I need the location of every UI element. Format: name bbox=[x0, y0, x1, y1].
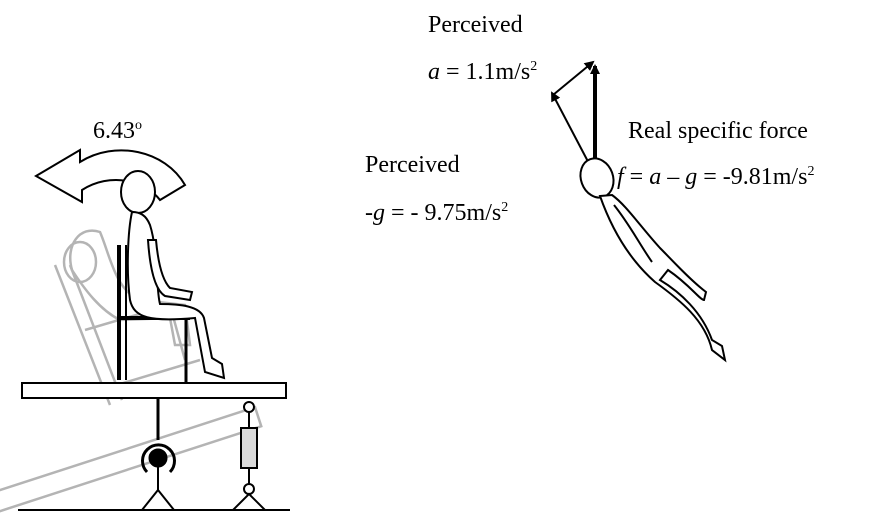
gravity-prefix: - bbox=[365, 200, 373, 226]
perceived-gravity-heading: Perceived bbox=[365, 152, 460, 178]
motion-platform bbox=[21, 382, 287, 399]
perceived-acceleration-arrow bbox=[552, 60, 595, 96]
force-exponent: 2 bbox=[807, 164, 815, 179]
real-force-heading: Real specific force bbox=[628, 118, 808, 144]
force-eq1: = bbox=[623, 164, 650, 190]
tilted-seat-ghost bbox=[0, 229, 263, 515]
force-eq2: = bbox=[697, 164, 723, 190]
accel-symbol: a bbox=[428, 59, 440, 85]
tilt-angle-unit: o bbox=[135, 118, 142, 133]
real-force-equation: f = a – g = -9.81m/s2 bbox=[617, 164, 815, 190]
tilt-angle-value: 6.43 bbox=[93, 118, 135, 144]
gravity-value: 9.75m/s bbox=[424, 200, 502, 226]
force-symbol: f bbox=[617, 164, 624, 190]
tilt-angle-label: 6.43o bbox=[93, 118, 142, 144]
force-a-symbol: a bbox=[649, 164, 662, 190]
perceived-accel-equation: a = 1.1m/s2 bbox=[428, 59, 538, 85]
seated-figure bbox=[120, 170, 226, 380]
force-value: -9.81m/s bbox=[722, 164, 808, 190]
gravity-equals: = - bbox=[385, 200, 425, 226]
tilted-figure bbox=[579, 157, 727, 363]
gravity-exponent: 2 bbox=[501, 200, 509, 215]
force-g-symbol: g bbox=[685, 164, 698, 190]
perceived-accel-heading: Perceived bbox=[428, 12, 523, 38]
pivot-joint bbox=[141, 398, 176, 511]
accel-exponent: 2 bbox=[530, 59, 538, 74]
gravity-symbol: g bbox=[373, 200, 385, 226]
accel-equals: = bbox=[440, 59, 466, 85]
perceived-gravity-equation: -g = - 9.75m/s2 bbox=[365, 200, 509, 226]
tilt-arrow bbox=[34, 148, 187, 204]
accel-value: 1.1m/s bbox=[465, 59, 531, 85]
linear-actuator bbox=[232, 401, 266, 511]
force-minus: – bbox=[661, 164, 686, 190]
force-vectors bbox=[551, 60, 600, 175]
